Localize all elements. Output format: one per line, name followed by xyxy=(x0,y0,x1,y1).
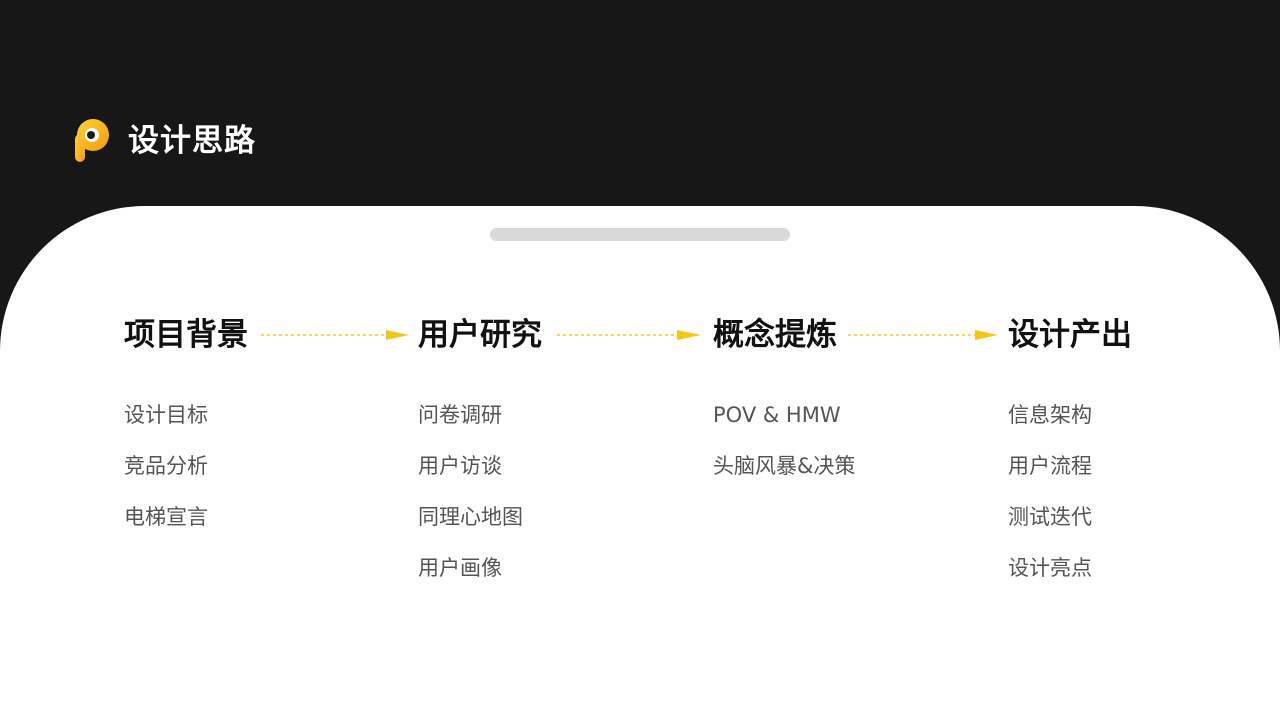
step-item: 用户流程 xyxy=(1008,454,1092,478)
step-item: 头脑风暴&决策 xyxy=(713,454,856,478)
page-title: 设计思路 xyxy=(128,123,256,159)
step-item: 同理心地图 xyxy=(418,505,523,529)
step-item-list: POV & HMW 头脑风暴&决策 xyxy=(713,400,855,481)
step-item-list: 信息架构 用户流程 测试迭代 设计亮点 xyxy=(1008,400,1132,583)
step-column-design-output: 设计产出 信息架构 用户流程 测试迭代 设计亮点 xyxy=(1008,314,1132,604)
step-column-user-research: 用户研究 问卷调研 用户访谈 同理心地图 用户画像 xyxy=(418,314,542,604)
step-item: 测试迭代 xyxy=(1008,505,1092,529)
step-item: 设计亮点 xyxy=(1008,556,1092,580)
step-item: POV & HMW xyxy=(713,403,841,427)
step-item: 信息架构 xyxy=(1008,403,1092,427)
step-title: 设计产出 xyxy=(1008,317,1132,353)
brand-logo-icon xyxy=(75,119,109,162)
step-item-list: 设计目标 竞品分析 电梯宣言 xyxy=(124,400,248,532)
step-item-list: 问卷调研 用户访谈 同理心地图 用户画像 xyxy=(418,400,542,583)
dashed-arrow-icon xyxy=(261,330,409,340)
process-card: 项目背景 设计目标 竞品分析 电梯宣言 用户研究 问卷调研 用户访谈 同理心地图… xyxy=(0,206,1280,720)
drag-handle xyxy=(490,228,790,241)
step-title: 用户研究 xyxy=(418,317,542,353)
step-item: 设计目标 xyxy=(124,403,208,427)
step-item: 用户访谈 xyxy=(418,454,502,478)
step-column-background: 项目背景 设计目标 竞品分析 电梯宣言 xyxy=(124,314,248,553)
dashed-arrow-icon xyxy=(848,330,998,340)
dashed-arrow-icon xyxy=(557,330,701,340)
step-item: 电梯宣言 xyxy=(124,505,208,529)
step-item: 用户画像 xyxy=(418,556,502,580)
step-item: 竞品分析 xyxy=(124,454,208,478)
step-column-concept: 概念提炼 POV & HMW 头脑风暴&决策 xyxy=(713,314,855,502)
step-title: 概念提炼 xyxy=(713,317,837,353)
step-title: 项目背景 xyxy=(124,317,248,353)
step-item: 问卷调研 xyxy=(418,403,502,427)
